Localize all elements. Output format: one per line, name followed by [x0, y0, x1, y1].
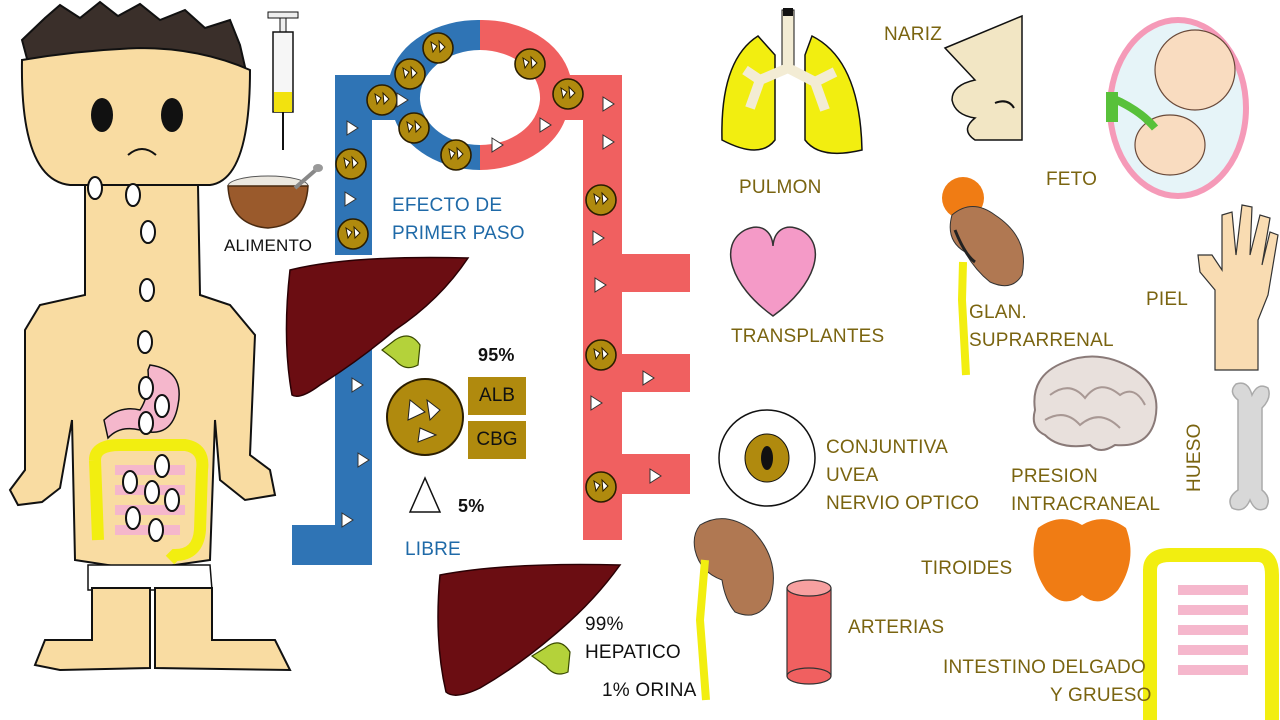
left-leg	[33, 587, 151, 672]
arterial-branch-2	[622, 354, 690, 392]
hepatico-label: HEPATICO	[585, 642, 681, 663]
hueso-label: HUESO	[1184, 423, 1205, 492]
syringe-icon	[267, 11, 299, 150]
conjuntiva-label: CONJUNTIVA	[826, 437, 948, 458]
eye-icon	[718, 409, 816, 507]
nose-icon	[943, 14, 1023, 141]
nervio-optico-label: NERVIO OPTICO	[826, 493, 980, 514]
efecto-label-1: EFECTO DE	[392, 195, 503, 216]
uvea-label: UVEA	[826, 465, 879, 486]
artery-icon	[786, 579, 832, 685]
brain-icon	[1032, 355, 1158, 451]
intestino-label-2: Y GRUESO	[1050, 685, 1152, 706]
arterial-loop	[480, 19, 622, 541]
intracraneal-label: INTRACRANEAL	[1011, 494, 1161, 515]
arterias-label: ARTERIAS	[848, 617, 945, 638]
large-intestine	[89, 439, 209, 565]
fetus-icon	[1106, 17, 1249, 199]
kidney-icon	[693, 518, 774, 701]
intestine-icon	[1143, 548, 1279, 720]
nariz-label: NARIZ	[884, 24, 942, 45]
hand-icon	[1197, 204, 1279, 371]
bound-percent: 95%	[478, 345, 515, 365]
intestino-label-1: INTESTINO DELGADO	[943, 657, 1146, 678]
bone-icon	[1229, 382, 1270, 511]
glan-label-2: SUPRARRENAL	[969, 330, 1114, 351]
drug-path-ovals	[87, 176, 180, 542]
stomach	[103, 364, 180, 440]
shorts	[87, 564, 213, 591]
lungs-icon	[721, 8, 863, 155]
feto-label: FETO	[1046, 169, 1098, 190]
head	[20, 46, 252, 186]
right-eye	[161, 98, 183, 132]
hepatic-percent: 99%	[585, 614, 624, 635]
efecto-label-2: PRIMER PASO	[392, 223, 525, 244]
tiroides-label: TIROIDES	[921, 558, 1013, 579]
child-figure	[8, 0, 292, 672]
orina-label: 1% ORINA	[602, 680, 697, 701]
alb-box: ALB	[468, 377, 526, 415]
protein-binding-detail	[386, 378, 464, 513]
cbg-box: CBG	[468, 421, 526, 459]
pulmon-label: PULMON	[739, 177, 822, 198]
transplantes-label: TRANSPLANTES	[731, 326, 885, 347]
free-percent: 5%	[458, 496, 485, 516]
thyroid-icon	[1033, 519, 1131, 602]
arterial-branch-1	[622, 254, 690, 292]
libre-label: LIBRE	[405, 539, 461, 560]
presion-label: PRESION	[1011, 466, 1098, 487]
glan-label-1: GLAN.	[969, 302, 1028, 323]
liver-hepatic	[437, 563, 622, 696]
left-eye	[91, 98, 113, 132]
circulation-loop	[292, 19, 690, 565]
adrenal-kidney-icon	[942, 177, 1024, 376]
heart-icon	[729, 226, 817, 317]
piel-label: PIEL	[1146, 289, 1188, 310]
gallbladder	[381, 335, 421, 369]
mouth	[127, 148, 157, 156]
free-drug-triangle	[408, 476, 442, 513]
alimento-label: ALIMENTO	[224, 236, 313, 255]
right-leg	[154, 587, 292, 672]
food-bowl-icon	[227, 164, 323, 229]
liver-first-pass	[285, 256, 470, 397]
